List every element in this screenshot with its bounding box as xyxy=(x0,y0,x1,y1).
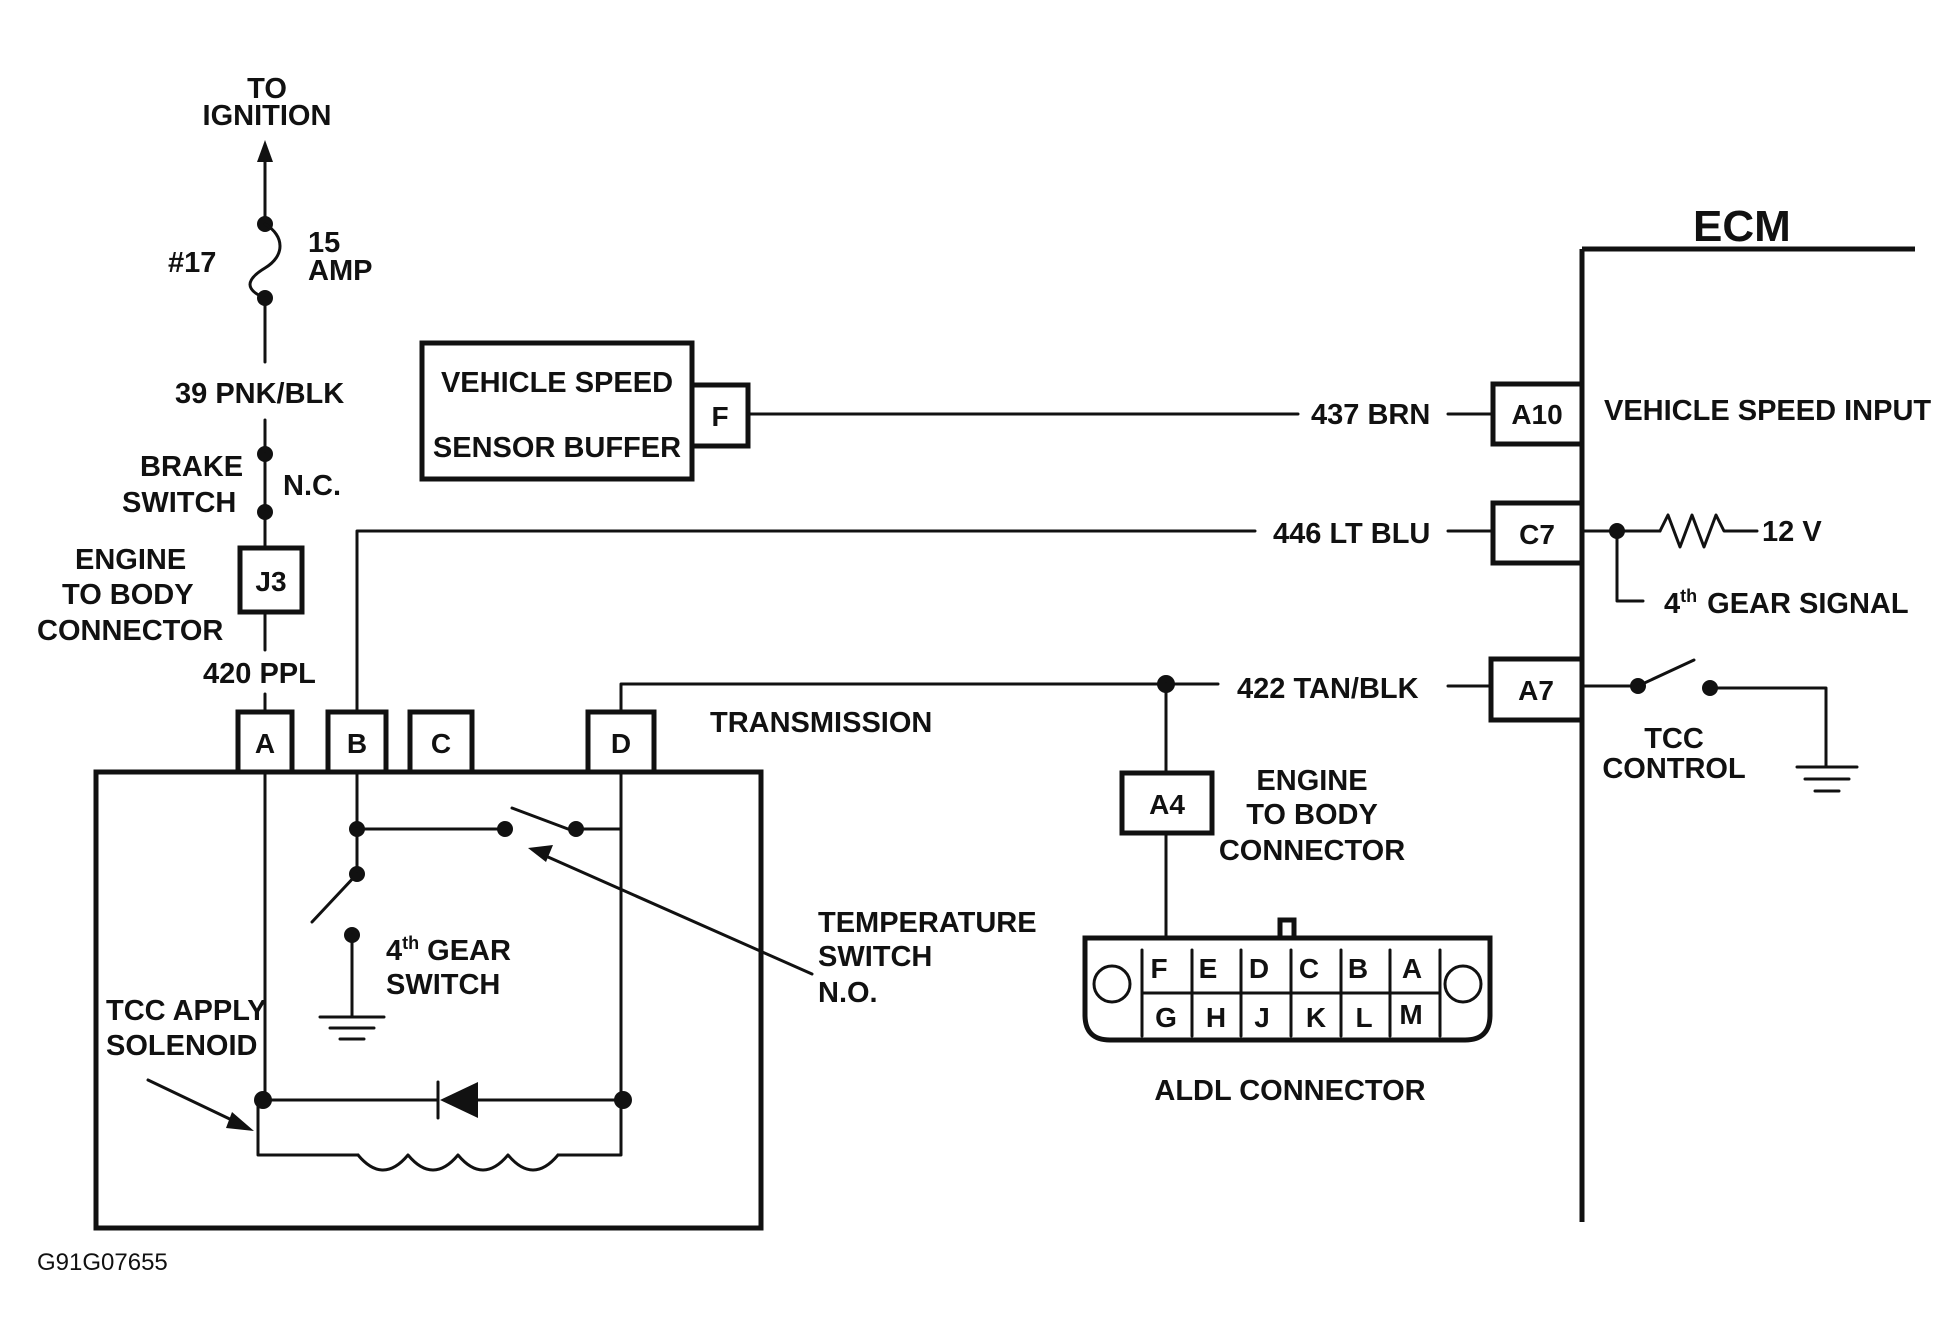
wire-437-label-bg xyxy=(1300,393,1440,435)
aldl-pin-e: E xyxy=(1199,953,1218,984)
aldl-engine-body-label-2: TO BODY xyxy=(1246,799,1378,831)
wire-39-label: 39 PNK/BLK xyxy=(175,378,344,410)
temperature-switch-label: TEMPERATURE xyxy=(818,907,1037,939)
tcc-control-label-2: CONTROL xyxy=(1602,753,1745,785)
brake-switch-icon xyxy=(257,446,273,520)
ecm-pin-c7-label: C7 xyxy=(1519,519,1555,550)
wire-437-label: 437 BRN xyxy=(1311,399,1430,431)
wire-420-label: 420 PPL xyxy=(203,658,316,690)
aldl-pin-d: D xyxy=(1249,953,1269,984)
fuse-number-label: #17 xyxy=(168,247,216,279)
ecm-pin-c7 xyxy=(1490,500,1585,566)
ecm-pin-a7-label: A7 xyxy=(1518,675,1554,706)
temperature-switch-icon xyxy=(349,806,623,837)
twelve-v-label: 12 V xyxy=(1762,516,1822,548)
ecm-pin-a7 xyxy=(1488,656,1585,723)
pullup-resistor-icon xyxy=(1658,513,1759,549)
vss-buffer-box xyxy=(419,340,695,482)
aldl-pin-h: H xyxy=(1206,1002,1226,1033)
engine-body-connector-label: ENGINE xyxy=(75,544,186,576)
tcc-control-switch-icon xyxy=(1580,658,1828,769)
aldl-connector: F E D C B A G H J K L M xyxy=(1082,917,1493,1043)
a4-connector xyxy=(1119,770,1215,836)
normally-closed-label: N.C. xyxy=(283,470,341,502)
ecm-label: ECM xyxy=(1693,202,1791,251)
temperature-switch-label-2: SWITCH xyxy=(818,941,932,973)
solenoid-coil-icon xyxy=(256,1098,623,1172)
j3-connector xyxy=(237,545,305,615)
transmission-pin-d-label: D xyxy=(611,728,631,759)
fuse-icon xyxy=(248,216,282,306)
aldl-pin-b: B xyxy=(1348,953,1368,984)
to-ignition-label: TO xyxy=(247,73,287,105)
vss-buffer-label: VEHICLE SPEED xyxy=(441,367,673,399)
wire-446 xyxy=(355,529,1257,714)
wire-422 xyxy=(619,682,1220,714)
transmission-box xyxy=(93,769,764,1231)
transmission-pin-c xyxy=(407,709,475,775)
aldl-pin-g: G xyxy=(1155,1002,1177,1033)
engine-body-connector-label-2: TO BODY xyxy=(62,579,194,611)
aldl-pin-m: M xyxy=(1399,999,1422,1030)
tcc-solenoid-label: TCC APPLY xyxy=(106,995,267,1027)
vss-buffer-label-2: SENSOR BUFFER xyxy=(433,432,681,464)
brake-switch-label: BRAKE xyxy=(140,451,243,483)
fuse-rating-label-2: AMP xyxy=(308,255,372,287)
diode-icon xyxy=(436,1080,478,1120)
tcc-solenoid-label-2: SOLENOID xyxy=(106,1030,257,1062)
engine-body-connector-label-3: CONNECTOR xyxy=(37,615,223,647)
to-ignition-label-2: IGNITION xyxy=(203,100,332,132)
figure-id-label: G91G07655 xyxy=(37,1249,168,1276)
aldl-engine-body-label: ENGINE xyxy=(1256,765,1367,797)
solenoid-junction-right xyxy=(614,1091,632,1109)
aldl-pin-k: K xyxy=(1306,1002,1326,1033)
ignition-arrow-icon xyxy=(257,140,273,226)
aldl-pin-c: C xyxy=(1299,953,1319,984)
transmission-label: TRANSMISSION xyxy=(710,707,932,739)
vss-pin-f xyxy=(689,382,751,449)
tcc-solenoid-arrow-icon xyxy=(146,1078,254,1131)
ground-icon xyxy=(1795,765,1859,793)
fourth-gear-signal-wire xyxy=(1615,529,1645,603)
wire-446-label: 446 LT BLU xyxy=(1273,518,1430,550)
aldl-pin-l: L xyxy=(1355,1002,1372,1033)
ecm-pin-a10 xyxy=(1490,381,1585,447)
fuse-rating-label: 15 xyxy=(308,227,340,259)
vehicle-speed-input-label: VEHICLE SPEED INPUT xyxy=(1604,395,1931,427)
vss-pin-f-label: F xyxy=(711,401,728,432)
aldl-engine-body-label-3: CONNECTOR xyxy=(1219,835,1405,867)
fourth-gear-switch-label-2: SWITCH xyxy=(386,969,500,1001)
wire-422-label: 422 TAN/BLK xyxy=(1237,673,1419,705)
aldl-pin-a: A xyxy=(1402,953,1422,984)
a4-label: A4 xyxy=(1149,789,1185,820)
aldl-connector-label: ALDL CONNECTOR xyxy=(1154,1075,1425,1107)
aldl-mount-hole-left xyxy=(1092,964,1132,1004)
aldl-mount-hole-right xyxy=(1443,964,1483,1004)
transmission-pin-c-label: C xyxy=(431,728,451,759)
tcc-control-label: TCC xyxy=(1644,723,1704,755)
brake-switch-label-2: SWITCH xyxy=(122,487,236,519)
ecm-pin-a10-label: A10 xyxy=(1511,399,1562,430)
temperature-switch-label-3: N.O. xyxy=(818,977,878,1009)
transmission-pin-b-label: B xyxy=(347,728,367,759)
temperature-switch-arrow-icon xyxy=(528,845,814,976)
aldl-pin-f: F xyxy=(1150,953,1167,984)
j3-label: J3 xyxy=(255,566,286,597)
transmission-pin-a-label: A xyxy=(255,728,275,759)
fourth-gear-switch-icon xyxy=(310,827,386,1041)
aldl-pin-j: J xyxy=(1254,1002,1270,1033)
